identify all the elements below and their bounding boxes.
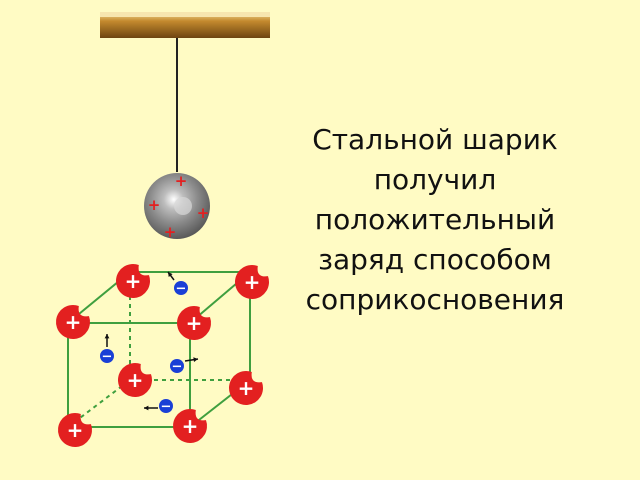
lattice-edges	[67, 271, 251, 428]
ball-positive-charge: +	[197, 204, 210, 222]
electron: −	[100, 334, 114, 365]
positive-ion: +	[235, 265, 269, 300]
steel-ball	[144, 173, 210, 239]
positive-ion: +	[228, 371, 263, 405]
positive-ion: +	[173, 409, 207, 444]
electron-minus-sign: −	[102, 350, 113, 365]
ion-plus-sign: +	[127, 368, 144, 392]
electron: −	[167, 271, 188, 297]
electron-minus-sign: −	[161, 400, 172, 415]
ion-plus-sign: +	[244, 270, 261, 294]
ion-plus-sign: +	[67, 418, 84, 442]
ball-positive-charge: +	[175, 172, 188, 190]
ball-positive-charge: +	[148, 196, 161, 214]
ion-plus-sign: +	[238, 376, 255, 400]
electron-minus-sign: −	[176, 282, 187, 297]
positive-ion: +	[118, 363, 153, 398]
electron-minus-sign: −	[172, 360, 183, 375]
positive-ion: +	[55, 305, 90, 339]
positive-ion: +	[177, 306, 212, 341]
support-beam-top	[100, 12, 270, 17]
caption: Стальной шарик получил положительный зар…	[280, 120, 590, 320]
ion-plus-sign: +	[65, 310, 82, 334]
electron: −	[144, 399, 173, 415]
ball-charges: ++++	[148, 172, 210, 241]
ion-plus-sign: +	[186, 311, 203, 335]
caption-line-5: соприкосновения	[305, 283, 565, 316]
caption-line-2: получил	[373, 163, 497, 196]
positive-ion: +	[58, 413, 92, 447]
ion-plus-sign: +	[182, 414, 199, 438]
electron: −	[170, 357, 199, 375]
ball-positive-charge: +	[164, 223, 177, 241]
positive-ion: +	[115, 264, 150, 298]
caption-line-4: заряд способом	[318, 243, 552, 276]
caption-line-1: Стальной шарик	[312, 123, 558, 156]
caption-line-3: положительный	[314, 203, 556, 236]
ion-plus-sign: +	[125, 269, 142, 293]
